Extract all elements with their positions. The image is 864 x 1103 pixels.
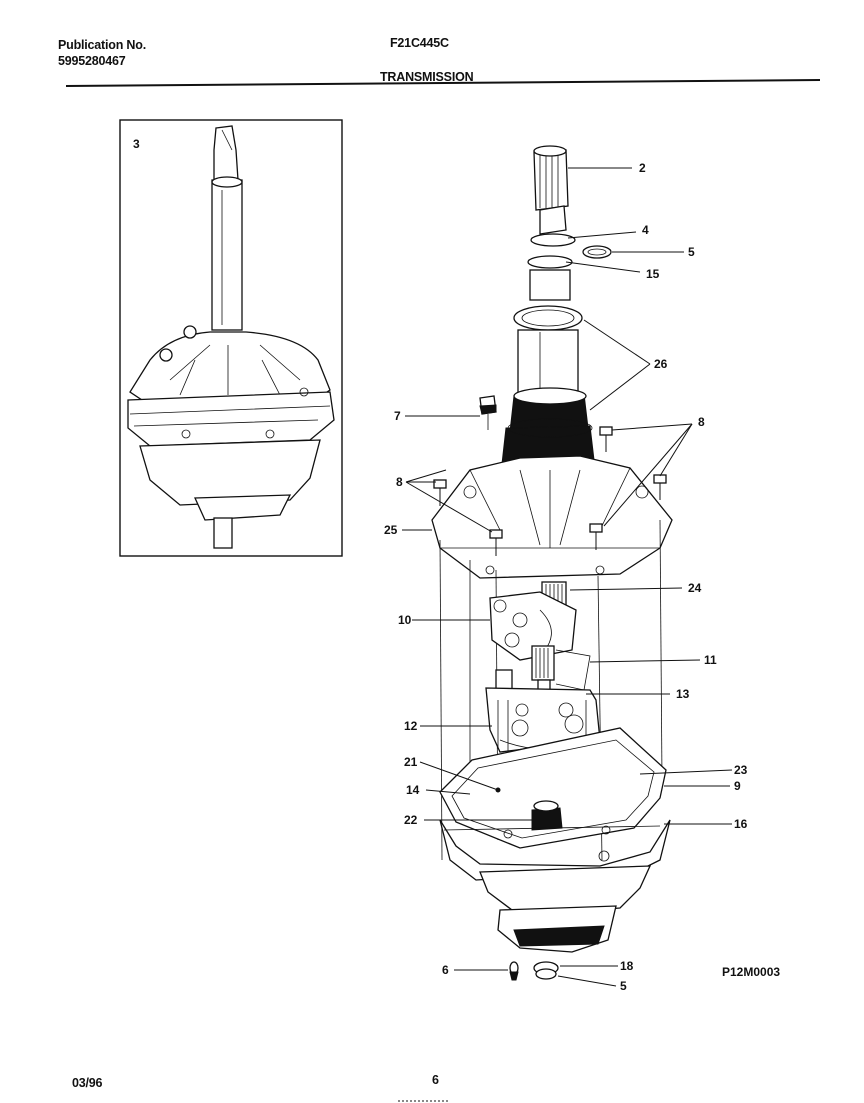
callout-2: 2 xyxy=(639,161,646,175)
main-exploded-view xyxy=(431,145,673,981)
callout-12: 12 xyxy=(404,719,418,733)
callout-numbers: 2 4 5 15 26 7 8 8 25 24 10 11 13 12 21 2… xyxy=(384,161,780,993)
callout-26: 26 xyxy=(654,357,668,371)
callout-8-left: 8 xyxy=(396,475,403,489)
publication-number: 5995280467 xyxy=(58,54,126,68)
callout-6: 6 xyxy=(442,963,449,977)
callout-10: 10 xyxy=(398,613,412,627)
callout-13: 13 xyxy=(676,687,690,701)
callout-9: 9 xyxy=(734,779,741,793)
footer-date: 03/96 xyxy=(72,1076,103,1090)
model-number: F21C445C xyxy=(390,36,449,50)
header-rule xyxy=(65,79,821,87)
callout-23: 23 xyxy=(734,763,748,777)
callout-18: 18 xyxy=(620,959,634,973)
callout-8-right: 8 xyxy=(698,415,705,429)
callout-15: 15 xyxy=(646,267,660,281)
callout-7: 7 xyxy=(394,409,401,423)
leader-lines xyxy=(402,167,733,987)
callout-25: 25 xyxy=(384,523,398,537)
callout-22: 22 xyxy=(404,813,418,827)
callout-11: 11 xyxy=(704,653,717,667)
callout-5-top: 5 xyxy=(688,245,695,259)
footer-page: 6 xyxy=(432,1073,439,1087)
callout-16: 16 xyxy=(734,817,748,831)
figure-code: P12M0003 xyxy=(722,965,780,979)
callout-14: 14 xyxy=(406,783,420,797)
callout-21: 21 xyxy=(404,755,418,769)
bolts xyxy=(433,426,667,556)
callout-5-bottom: 5 xyxy=(620,979,627,993)
callout-24: 24 xyxy=(688,581,702,595)
publication-label: Publication No. xyxy=(58,38,146,52)
callout-4: 4 xyxy=(642,223,649,237)
section-title: TRANSMISSION xyxy=(380,70,474,84)
inset-assembly: 3 xyxy=(119,119,343,557)
inset-label: 3 xyxy=(133,137,140,151)
